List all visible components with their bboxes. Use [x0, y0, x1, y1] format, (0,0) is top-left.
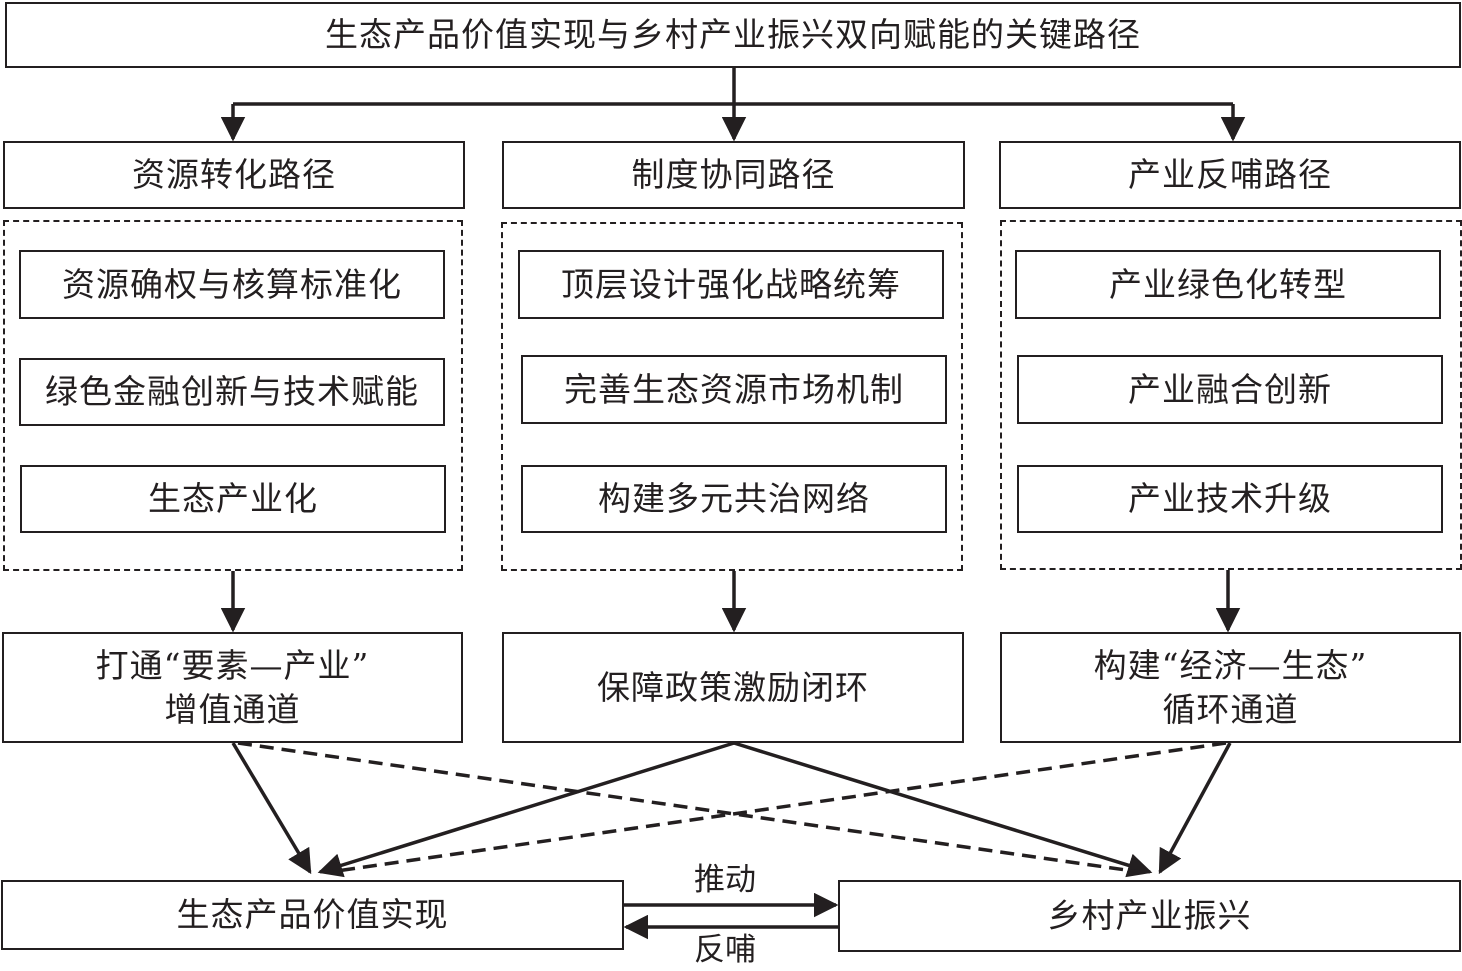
dashed-industry-to-ecological	[329, 741, 1227, 874]
outcome-institution: 保障政策激励闭环	[502, 632, 964, 743]
target-label: 乡村产业振兴	[1047, 896, 1252, 935]
path-item: 生态产业化	[20, 465, 446, 533]
path-header-industry: 产业反哺路径	[999, 141, 1461, 209]
path-item-label: 产业融合创新	[1128, 369, 1332, 409]
path-group-resource	[3, 220, 463, 571]
diagram-title: 生态产品价值实现与乡村产业振兴双向赋能的关键路径	[325, 15, 1141, 54]
path-header-label: 制度协同路径	[631, 155, 836, 194]
path-header-resource: 资源转化路径	[3, 141, 465, 209]
path-item-label: 产业绿色化转型	[1109, 264, 1347, 304]
target-ecological-product-value: 生态产品价值实现	[1, 880, 624, 950]
path-item-label: 资源确权与核算标准化	[62, 264, 402, 304]
arrow-institution-to-rural	[733, 741, 1153, 878]
arrow-institution-to-ecological	[317, 741, 735, 878]
outcome-line: 打通“要素—产业”	[95, 645, 370, 685]
arrow-industry-to-rural	[1158, 742, 1232, 875]
path-header-label: 产业反哺路径	[1128, 155, 1332, 194]
path-item-label: 生态产业化	[148, 479, 318, 518]
arrow-resource-to-ecological	[231, 742, 312, 875]
target-label: 生态产品价值实现	[176, 895, 449, 934]
path-item-label: 完善生态资源市场机制	[564, 369, 904, 409]
path-group-industry	[1000, 220, 1462, 570]
outcome-line: 循环通道	[1162, 689, 1299, 729]
path-item: 产业绿色化转型	[1015, 250, 1441, 319]
path-item: 产业技术升级	[1017, 465, 1443, 533]
relation-label-forward: 推动	[694, 862, 756, 898]
outcome-line: 构建“经济—生态”	[1093, 645, 1368, 685]
path-item-label: 顶层设计强化战略统筹	[561, 264, 901, 304]
path-item: 绿色金融创新与技术赋能	[19, 358, 445, 426]
path-item-label: 构建多元共治网络	[598, 479, 870, 518]
diagram-title-box: 生态产品价值实现与乡村产业振兴双向赋能的关键路径	[5, 2, 1461, 68]
path-item: 构建多元共治网络	[521, 465, 947, 533]
path-header-institution: 制度协同路径	[502, 141, 965, 209]
dashed-resource-to-rural	[237, 741, 1141, 874]
outcome-resource: 打通“要素—产业” 增值通道	[2, 632, 463, 743]
path-group-institution	[501, 222, 963, 571]
path-item: 顶层设计强化战略统筹	[518, 250, 944, 319]
outcome-line: 保障政策激励闭环	[597, 667, 869, 707]
path-item: 完善生态资源市场机制	[521, 355, 947, 424]
target-rural-industry-revitalization: 乡村产业振兴	[838, 880, 1461, 952]
path-item: 产业融合创新	[1017, 355, 1443, 424]
path-item-label: 绿色金融创新与技术赋能	[45, 372, 419, 411]
path-item-label: 产业技术升级	[1128, 479, 1332, 518]
relation-label-backward: 反哺	[694, 932, 756, 968]
path-item: 资源确权与核算标准化	[19, 250, 445, 319]
outcome-industry: 构建“经济—生态” 循环通道	[1000, 632, 1461, 743]
path-header-label: 资源转化路径	[132, 155, 336, 194]
outcome-line: 增值通道	[164, 689, 301, 729]
